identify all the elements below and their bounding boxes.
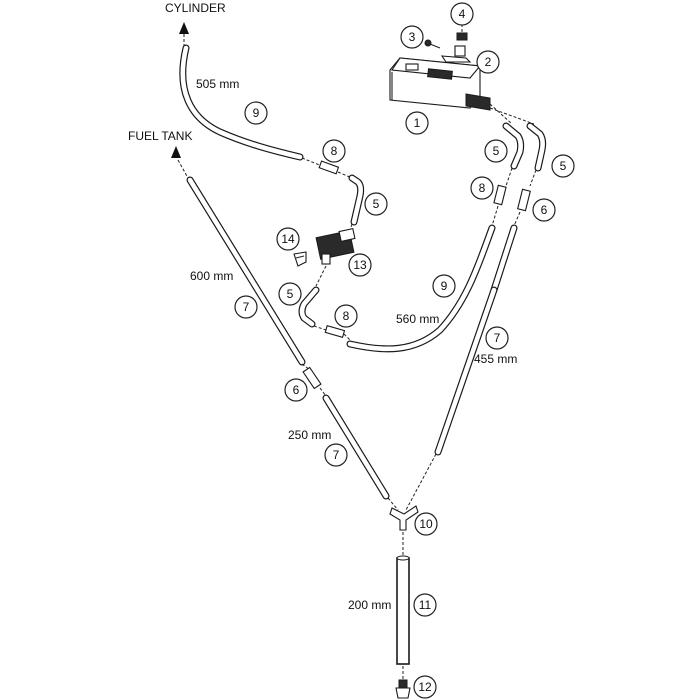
svg-text:7: 7 bbox=[494, 331, 501, 345]
callout-6-left: 6 bbox=[284, 378, 308, 402]
callout-4: 4 bbox=[450, 2, 474, 26]
label-200mm: 200 mm bbox=[348, 598, 391, 612]
clip bbox=[293, 251, 307, 267]
hose-250mm bbox=[322, 394, 390, 500]
svg-text:8: 8 bbox=[331, 144, 338, 158]
fitting-6-right bbox=[517, 188, 531, 212]
callout-5-lower: 5 bbox=[278, 282, 302, 306]
callout-5-canister-right: 5 bbox=[551, 154, 575, 178]
nut bbox=[456, 24, 468, 41]
callout-10: 10 bbox=[414, 512, 438, 536]
hose-505mm bbox=[179, 44, 304, 161]
canister bbox=[389, 57, 491, 111]
svg-text:2: 2 bbox=[485, 55, 492, 69]
fitting-8-right bbox=[493, 184, 507, 206]
svg-text:5: 5 bbox=[493, 144, 500, 158]
svg-text:7: 7 bbox=[243, 300, 250, 314]
callout-12: 12 bbox=[413, 675, 437, 699]
fitting-8-upper bbox=[318, 160, 340, 175]
svg-text:5: 5 bbox=[373, 197, 380, 211]
label-cylinder: CYLINDER bbox=[165, 1, 226, 15]
label-fuel-tank: FUEL TANK bbox=[128, 129, 192, 143]
callout-8-upper: 8 bbox=[322, 139, 346, 163]
callout-7-455mm: 7 bbox=[485, 326, 509, 350]
callout-7-600mm: 7 bbox=[234, 295, 258, 319]
callout-14: 14 bbox=[276, 227, 300, 251]
callout-13: 13 bbox=[348, 253, 372, 277]
svg-text:14: 14 bbox=[281, 232, 295, 246]
svg-text:5: 5 bbox=[560, 159, 567, 173]
fuel-tank-arrow bbox=[171, 146, 189, 179]
label-560mm: 560 mm bbox=[396, 312, 439, 326]
fitting-8-lower bbox=[324, 324, 346, 339]
callout-8-lower: 8 bbox=[334, 304, 358, 328]
svg-text:4: 4 bbox=[459, 7, 466, 21]
callout-9-505mm: 9 bbox=[244, 101, 268, 125]
svg-text:6: 6 bbox=[293, 383, 300, 397]
svg-text:12: 12 bbox=[418, 680, 432, 694]
elbow-5-canister-left bbox=[502, 122, 525, 170]
callout-11: 11 bbox=[413, 593, 437, 617]
tee-fitting bbox=[389, 505, 419, 531]
callout-8-right: 8 bbox=[470, 176, 494, 200]
hose-200mm bbox=[396, 555, 410, 665]
svg-text:1: 1 bbox=[414, 116, 421, 130]
bolt bbox=[424, 39, 441, 49]
callout-9-560mm: 9 bbox=[432, 274, 456, 298]
hose-600mm bbox=[186, 176, 306, 366]
svg-text:8: 8 bbox=[343, 309, 350, 323]
callout-5-middle: 5 bbox=[364, 192, 388, 216]
label-250mm: 250 mm bbox=[288, 428, 331, 442]
elbow-5-canister-right bbox=[526, 122, 547, 172]
callout-5-canister-left: 5 bbox=[484, 139, 508, 163]
purge-valve bbox=[315, 228, 363, 267]
filter-cap bbox=[395, 679, 411, 699]
cylinder-arrow bbox=[179, 22, 189, 46]
elbow-5-middle bbox=[348, 174, 365, 226]
svg-text:6: 6 bbox=[541, 203, 548, 217]
svg-text:10: 10 bbox=[419, 517, 433, 531]
svg-text:3: 3 bbox=[409, 30, 416, 44]
svg-text:11: 11 bbox=[419, 598, 432, 612]
label-505mm: 505 mm bbox=[196, 77, 239, 91]
bracket bbox=[440, 45, 472, 63]
callout-6-right: 6 bbox=[532, 198, 556, 222]
svg-text:9: 9 bbox=[441, 279, 448, 293]
hose-560mm bbox=[346, 224, 496, 353]
svg-text:7: 7 bbox=[333, 448, 340, 462]
svg-text:5: 5 bbox=[287, 287, 294, 301]
callout-2: 2 bbox=[476, 50, 500, 74]
callout-3: 3 bbox=[400, 25, 424, 49]
elbow-5-lower bbox=[298, 286, 320, 328]
svg-text:13: 13 bbox=[353, 258, 367, 272]
svg-text:8: 8 bbox=[479, 181, 486, 195]
fitting-6-left bbox=[302, 366, 322, 390]
svg-text:9: 9 bbox=[253, 106, 260, 120]
label-455mm: 455 mm bbox=[474, 352, 517, 366]
hose-455mm bbox=[434, 224, 518, 456]
callout-1: 1 bbox=[405, 111, 429, 135]
callout-7-250mm: 7 bbox=[324, 443, 348, 467]
label-600mm: 600 mm bbox=[190, 269, 233, 283]
